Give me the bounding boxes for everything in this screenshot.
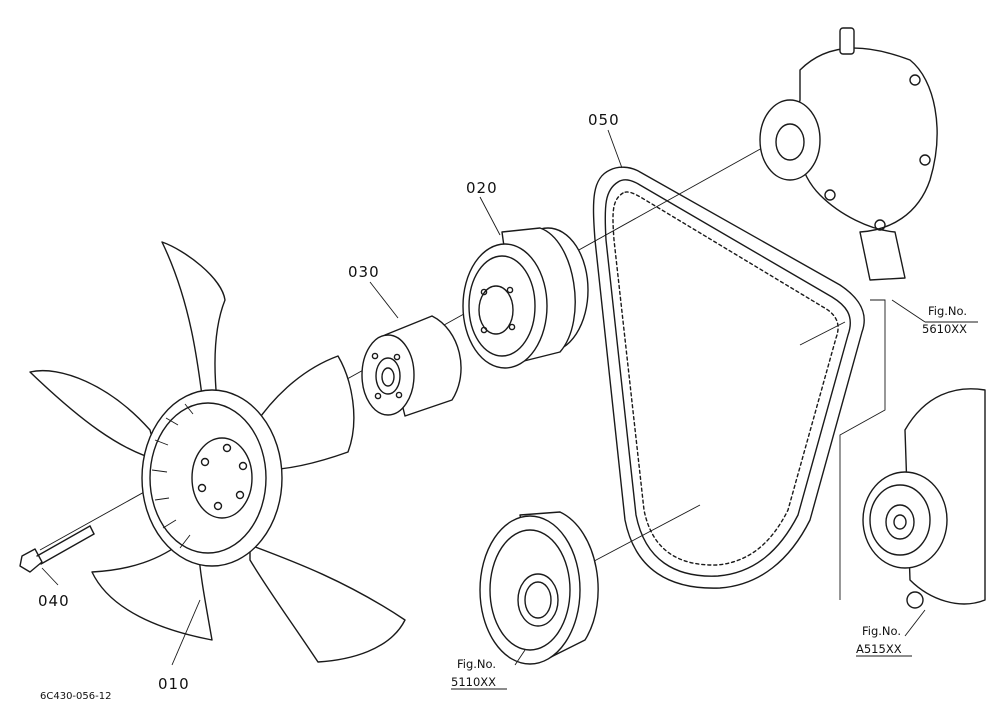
crankshaft-pulley (479, 511, 599, 665)
spacer-030 (361, 315, 462, 417)
part-label-040: 040 (38, 592, 70, 610)
v-belt-050 (592, 166, 865, 589)
fig-ref-crank-pulley-line2: 5110XX (451, 675, 496, 689)
fig-ref-alternator-line2: A515XX (856, 642, 902, 656)
water-pump (759, 27, 938, 281)
part-label-010: 010 (158, 675, 190, 693)
cooling-fan-010 (29, 241, 406, 663)
fig-ref-alternator-line1: Fig.No. (862, 624, 901, 638)
part-label-050: 050 (588, 111, 620, 129)
fig-ref-water-pump-line1: Fig.No. (928, 304, 967, 318)
part-label-020: 020 (466, 179, 498, 197)
alternator (862, 388, 986, 609)
drawing-code: 6C430-056-12 (40, 691, 111, 702)
fig-ref-water-pump-line2: 5610XX (922, 322, 967, 336)
callout-leaders (41, 129, 978, 666)
fig-ref-crank-pulley-line1: Fig.No. (457, 657, 496, 671)
part-label-030: 030 (348, 263, 380, 281)
fan-pulley-020 (462, 227, 589, 369)
bolt-040 (19, 525, 95, 573)
